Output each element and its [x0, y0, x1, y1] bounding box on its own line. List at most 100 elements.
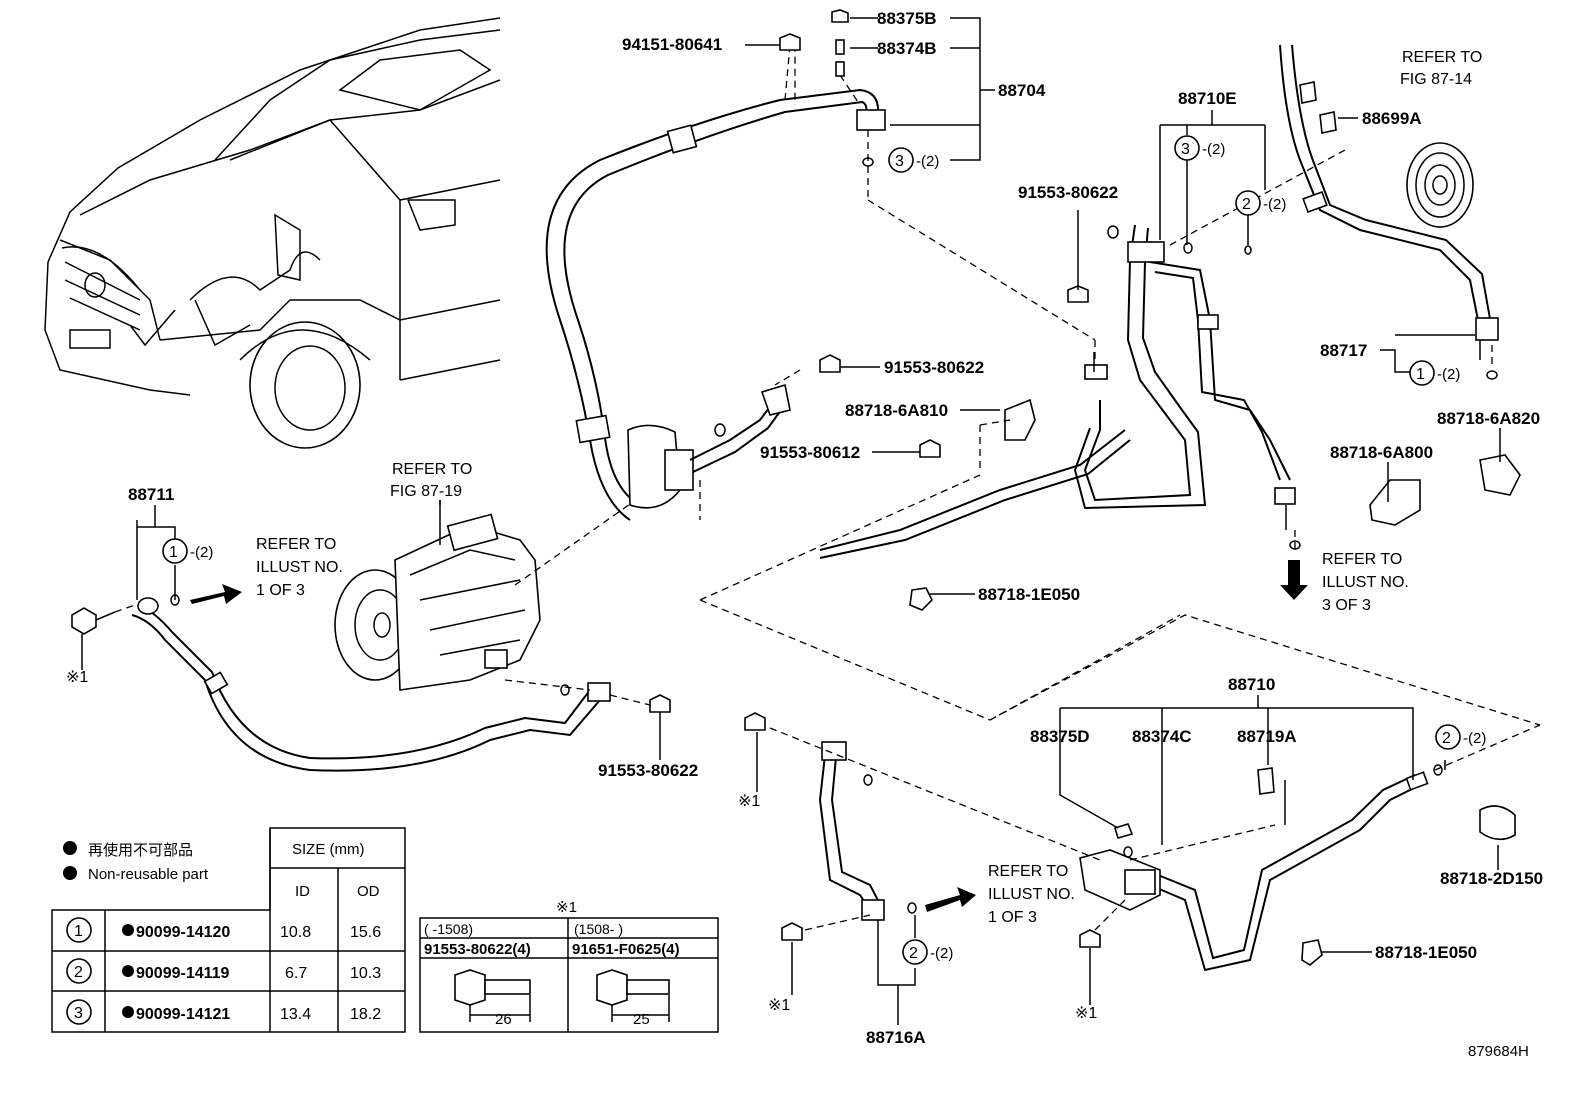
bolt-91553-80622-top [1067, 285, 1089, 303]
bolt-91553-80622-bottom [649, 694, 671, 713]
bolt-table-mark: ※1 [556, 899, 577, 916]
mark-1-bottom-right: ※1 [1075, 1005, 1097, 1022]
refer-illust-1b-line2: ILLUST NO. [988, 886, 1075, 903]
refer-illust-1a-line1: REFER TO [256, 536, 336, 553]
callout-1-b: 1 -(2) [162, 538, 213, 564]
label-88718-6A810: 88718-6A810 [845, 401, 948, 420]
refer-fig87-19-line2: FIG 87-19 [390, 483, 462, 500]
svg-text:2: 2 [1242, 196, 1251, 213]
clamp-88718-1E050-b [1301, 939, 1323, 966]
label-88374B: 88374B [877, 39, 937, 58]
legend-row-2-id: 6.7 [285, 965, 307, 982]
legend-row-3-part: 90099-14121 [136, 1006, 230, 1023]
clamp-88718-1E050-a [909, 587, 933, 611]
refer-illust-1a-line3: 1 OF 3 [256, 582, 305, 599]
fitting-stem [835, 61, 845, 77]
callout-3-b: 3 -(2) [1174, 135, 1225, 161]
valve-88699A-a [1299, 81, 1317, 104]
pipe-88716A [818, 741, 885, 921]
legend-row-2-no: 2 [74, 964, 83, 981]
label-88718-2D150: 88718-2D150 [1440, 869, 1543, 888]
label-88710: 88710 [1228, 675, 1275, 694]
label-88711: 88711 [128, 485, 174, 504]
bracket-88718-6A810 [1004, 398, 1036, 441]
label-91553-80622-mid: 91553-80622 [884, 358, 984, 377]
arrow-to-illust-3 [1280, 560, 1308, 600]
svg-text:2: 2 [1442, 730, 1451, 747]
clamp-88718-6A820 [1479, 454, 1521, 496]
refer-fig87-14-line1: REFER TO [1402, 49, 1482, 66]
legend-row-2-part: 90099-14119 [136, 965, 230, 982]
label-88699A: 88699A [1362, 109, 1422, 128]
label-88718-1E050-b: 88718-1E050 [1375, 943, 1477, 962]
bolt-table-col1-part: 91553-80622(4) [424, 941, 531, 958]
label-88716A: 88716A [866, 1028, 926, 1047]
svg-text:-(2): -(2) [916, 153, 939, 170]
legend-size-header: SIZE (mm) [292, 841, 365, 858]
mark-1-mid: ※1 [738, 793, 760, 810]
legend-row-3-no: 3 [74, 1005, 83, 1022]
legend: 再使用不可部品 Non-reusable part SIZE (mm) ID O… [51, 827, 406, 1033]
bolt-marked-1-b [781, 922, 803, 941]
refer-illust-3-line2: ILLUST NO. [1322, 574, 1409, 591]
legend-en: Non-reusable part [88, 866, 209, 883]
svg-text:3: 3 [1181, 141, 1190, 158]
label-88375D: 88375D [1030, 727, 1090, 746]
refer-fig87-19-line1: REFER TO [392, 461, 472, 478]
label-94151-80641: 94151-80641 [622, 35, 722, 54]
callout-2-c: 2 -(2) [902, 939, 953, 965]
valve-88699A-b [1319, 111, 1337, 134]
bolt-table-col1-range: ( -1508) [424, 921, 473, 937]
svg-text:-(2): -(2) [190, 544, 213, 561]
mark-1-bottom-left: ※1 [768, 997, 790, 1014]
svg-text:-(2): -(2) [1263, 196, 1286, 213]
callout-3-a: 3 -(2) [888, 147, 939, 173]
clamp-88718-6A800 [1369, 479, 1421, 526]
legend-row-1-part: 90099-14120 [136, 924, 230, 941]
compressor [334, 500, 541, 691]
label-88719A: 88719A [1237, 727, 1297, 746]
refer-illust-1a-line2: ILLUST NO. [256, 559, 343, 576]
vehicle-illustration [44, 17, 501, 449]
refer-illust-3-line1: REFER TO [1322, 551, 1402, 568]
label-88374C: 88374C [1132, 727, 1192, 746]
grommet-88718-2D150 [1479, 805, 1516, 841]
svg-text:3: 3 [895, 153, 904, 170]
svg-text:-(2): -(2) [1437, 366, 1460, 383]
svg-text:1: 1 [169, 544, 178, 561]
label-88718-6A820: 88718-6A820 [1437, 409, 1540, 428]
legend-jp: 再使用不可部品 [88, 842, 193, 859]
svg-text:-(2): -(2) [930, 945, 953, 962]
bolt-table-col2-range: (1508- ) [574, 921, 623, 937]
label-88717: 88717 [1320, 341, 1367, 360]
refer-fig87-14-line2: FIG 87-14 [1400, 71, 1472, 88]
bolt-marked-1-c [1079, 929, 1101, 948]
label-88704: 88704 [998, 81, 1046, 100]
label-91553-80612: 91553-80612 [760, 443, 860, 462]
legend-row-2-od: 10.3 [350, 965, 381, 982]
label-88718-1E050-a: 88718-1E050 [978, 585, 1080, 604]
arrow-to-illust-1-b [925, 887, 976, 912]
nut-94151-80641 [779, 33, 801, 51]
arrow-to-illust-1 [190, 584, 242, 604]
label-88710E: 88710E [1178, 89, 1237, 108]
diagram-id: 879684H [1468, 1043, 1529, 1060]
callout-2-a: 2 -(2) [1235, 190, 1286, 216]
bolt-table-col2-part: 91651-F0625(4) [572, 941, 680, 958]
bolt-marked-1-left [71, 607, 116, 635]
label-88375B: 88375B [877, 9, 937, 28]
svg-text:-(2): -(2) [1202, 141, 1225, 158]
legend-row-3-od: 18.2 [350, 1006, 381, 1023]
bolt-91553-80612 [919, 439, 941, 458]
bolt-table-col1-len: 26 [495, 1011, 512, 1028]
legend-row-1-no: 1 [74, 923, 83, 940]
bolt-table-col2-len: 25 [633, 1011, 650, 1028]
legend-col-od: OD [357, 883, 380, 900]
leader-lines [81, 17, 1501, 1025]
pipe-88710 [1079, 767, 1429, 972]
refer-illust-3-line3: 3 OF 3 [1322, 597, 1371, 614]
pipe-88710E [819, 224, 1296, 559]
hose-88711 [131, 594, 611, 772]
svg-text:-(2): -(2) [1463, 730, 1486, 747]
